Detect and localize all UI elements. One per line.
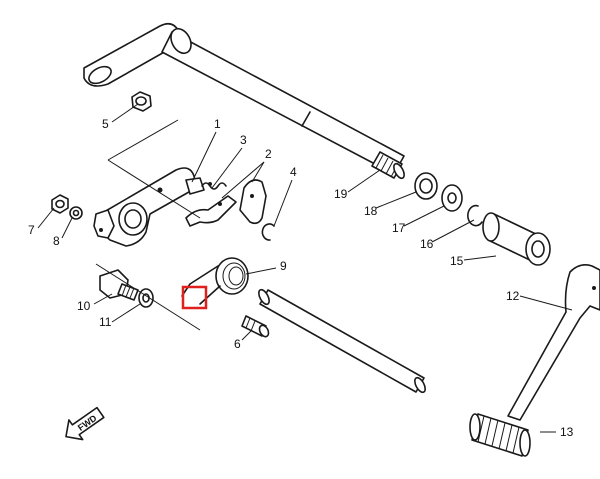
- callout-12: 12: [506, 289, 520, 303]
- stopper-bolt-6: [241, 315, 270, 338]
- torsion-spring-9: [181, 257, 249, 305]
- callout-8: 8: [53, 234, 60, 248]
- shift-lever-1: [93, 167, 205, 247]
- washer-8: [69, 206, 83, 220]
- callout-7: 7: [28, 223, 35, 237]
- callout-3: 3: [240, 133, 247, 147]
- callout-17: 17: [392, 221, 406, 235]
- washer-17: [441, 184, 463, 212]
- spring-3: [201, 182, 227, 190]
- fwd-arrow-icon: FWD: [65, 406, 105, 441]
- callout-labels: 1 2 3 4 5 6 7 8 9 10 11 12 13 15 16 17 1…: [28, 117, 574, 439]
- shift-pawl-2b: [239, 179, 267, 225]
- callout-15: 15: [450, 254, 464, 268]
- spring-shaft: [258, 288, 426, 394]
- group-bracket: [95, 119, 201, 331]
- leader-lines: [37, 103, 573, 433]
- callout-16: 16: [420, 237, 434, 251]
- washer-11: [138, 288, 154, 308]
- shift-pedal-12: [507, 264, 600, 421]
- pedal-rubber-13: [469, 413, 531, 457]
- callout-6: 6: [234, 337, 241, 351]
- callout-1: 1: [214, 117, 221, 131]
- nut-5: [131, 91, 152, 112]
- callout-11: 11: [99, 315, 112, 329]
- adjust-bolt-10: [99, 269, 139, 301]
- callout-19: 19: [334, 187, 348, 201]
- shift-pawl-2a: [185, 195, 237, 227]
- callout-5: 5: [102, 117, 109, 131]
- shift-shaft-19: [83, 22, 405, 180]
- circlip-4: [261, 223, 275, 241]
- callout-13: 13: [560, 425, 574, 439]
- oil-seal-18: [414, 172, 438, 200]
- collar-15: [482, 212, 551, 266]
- callout-10: 10: [77, 299, 91, 313]
- highlight-box: [181, 285, 208, 310]
- circlip-16: [467, 204, 483, 227]
- callout-2: 2: [265, 147, 272, 161]
- callout-18: 18: [364, 204, 378, 218]
- callout-9: 9: [280, 259, 287, 273]
- callout-4: 4: [290, 165, 297, 179]
- nut-7: [51, 194, 69, 214]
